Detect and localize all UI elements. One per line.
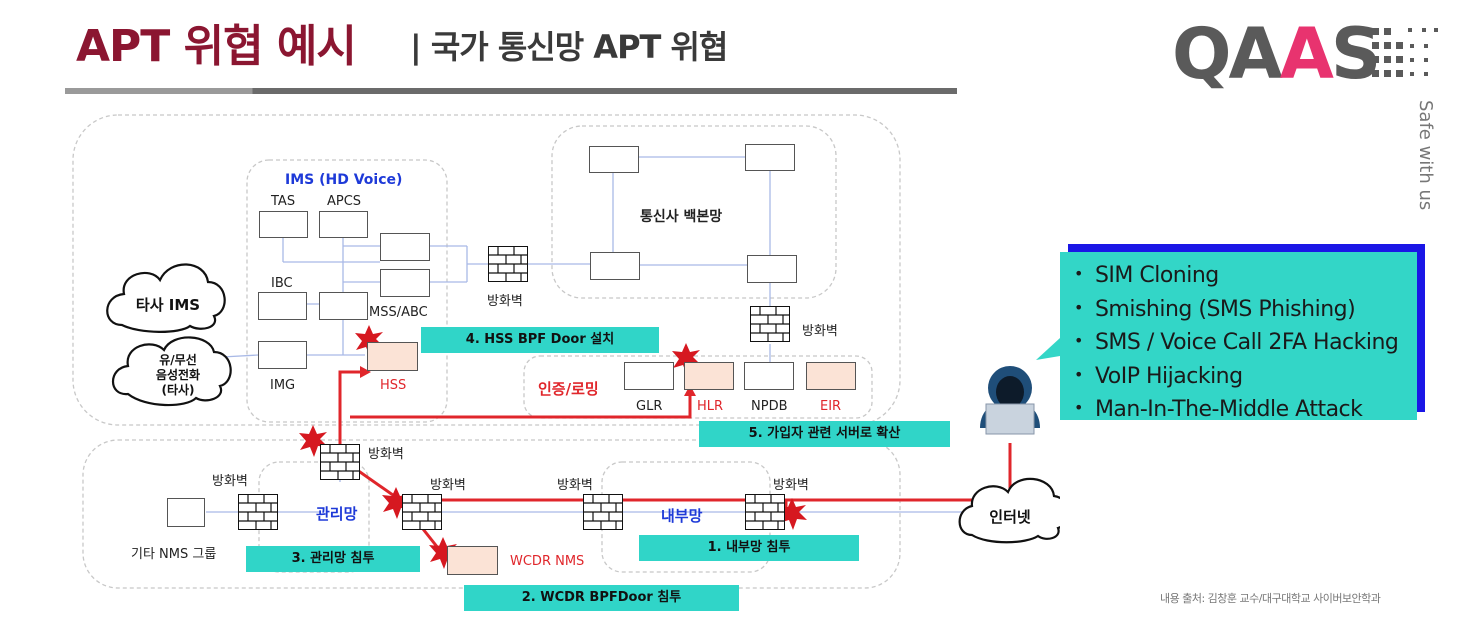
threat-item: SMS / Voice Call 2FA Hacking (1074, 327, 1417, 361)
firewall-icon (750, 306, 790, 342)
logo-tagline: Safe with us (1415, 100, 1436, 211)
mss-abc-label: MSS/ABC (369, 305, 428, 320)
other-nms-node (167, 498, 205, 527)
speech-bubble-tail (1036, 338, 1060, 360)
ims-title: IMS (HD Voice) (285, 172, 403, 188)
internet-cloud (958, 477, 1060, 544)
step-3-callout: 3. 관리망 침투 (246, 546, 420, 572)
tas-label: TAS (271, 194, 296, 209)
threat-list-box: SIM Cloning Smishing (SMS Phishing) SMS … (1060, 252, 1417, 422)
wcdr-nms-label: WCDR NMS (510, 554, 585, 569)
firewall-icon (402, 494, 442, 530)
ims-server-node (380, 233, 430, 261)
firewall-icon (488, 246, 528, 282)
mgmt-net-label: 관리망 (316, 505, 358, 523)
voice-cloud (112, 336, 232, 407)
breach-burst-hlr (672, 343, 701, 375)
tas-node (259, 211, 308, 238)
threat-item: VoIP Hijacking (1074, 361, 1417, 395)
other-ims-label: 타사 IMS (135, 296, 201, 314)
glr-node (624, 362, 674, 390)
network-diagram (72, 114, 1060, 589)
logo-text-2: S (1330, 13, 1381, 95)
auth-roaming-title: 인증/로밍 (538, 380, 599, 398)
firewall-label: 방화벽 (430, 478, 466, 493)
title-divider (65, 88, 957, 94)
threat-item: Man-In-The-Middle Attack (1074, 394, 1417, 428)
backbone-node (747, 255, 797, 283)
firewall-icon (320, 444, 360, 480)
core-network-zone (72, 114, 901, 426)
firewall-label: 방화벽 (802, 324, 838, 339)
firewall-label: 방화벽 (487, 294, 523, 309)
threat-item: Smishing (SMS Phishing) (1074, 294, 1417, 328)
eir-label: EIR (820, 399, 842, 414)
threat-item: SIM Cloning (1074, 260, 1417, 294)
breach-burst-internal (778, 498, 807, 530)
backbone-node (590, 252, 640, 280)
step-5-callout: 5. 가입자 관련 서버로 확산 (699, 421, 950, 447)
hlr-node (684, 362, 734, 390)
other-nms-label: 기타 NMS 그룹 (131, 547, 217, 562)
backbone-node (745, 144, 795, 171)
other-ims-cloud (106, 263, 226, 333)
ims-zone (246, 159, 448, 423)
apcs-label: APCS (327, 194, 362, 209)
voice-cloud-label: 유/무선 음성전화 (타사) (155, 353, 201, 397)
qaas-logo: QAAS (1172, 13, 1381, 95)
hlr-label: HLR (697, 399, 724, 414)
source-credit: 내용 출처: 김창훈 교수/대구대학교 사이버보안학과 (1160, 592, 1381, 605)
backbone-zone (551, 125, 837, 299)
step-1-callout: 1. 내부망 침투 (639, 535, 859, 561)
logo-text-accent: A (1279, 13, 1334, 95)
breach-burst-wcdr-nms (429, 537, 458, 569)
breach-burst-wcdr (382, 487, 411, 519)
npdb-label: NPDB (751, 399, 788, 414)
threat-list: SIM Cloning Smishing (SMS Phishing) SMS … (1060, 252, 1417, 428)
ibc-label: IBC (271, 276, 293, 291)
firewall-label: 방화벽 (773, 478, 809, 493)
apcs-node (319, 211, 368, 238)
step-2-callout: 2. WCDR BPFDoor 침투 (464, 585, 739, 611)
logo-text-1: QA (1172, 13, 1283, 95)
breach-burst-hss (355, 325, 384, 357)
firewall-icon (583, 494, 623, 530)
auth-roaming-zone (523, 355, 873, 419)
hss-label: HSS (380, 378, 407, 393)
glr-label: GLR (636, 399, 663, 414)
eir-node (806, 362, 856, 390)
npdb-node (744, 362, 794, 390)
internal-zone (601, 461, 771, 573)
page-title: APT 위협 예시 (76, 21, 357, 72)
firewall-label: 방화벽 (368, 447, 404, 462)
step-4-callout: 4. HSS BPF Door 설치 (421, 327, 659, 353)
img-node (258, 341, 307, 369)
img-label: IMG (270, 378, 296, 393)
firewall-icon (238, 494, 278, 530)
firewall-label: 방화벽 (212, 474, 248, 489)
wcdr-nms-node (447, 546, 498, 575)
ibc-node (258, 292, 307, 320)
internal-net-label: 내부망 (661, 507, 703, 525)
hacker-icon (980, 366, 1040, 435)
firewall-label: 방화벽 (557, 478, 593, 493)
ops-network-zone (82, 439, 901, 589)
logo-dot-grid-icon (1372, 28, 1438, 77)
page-subtitle: | 국가 통신망 APT 위협 (410, 28, 728, 66)
ims-server-node (380, 269, 430, 297)
backbone-node (589, 146, 639, 173)
hss-node (367, 342, 418, 371)
mss-abc-node (319, 292, 368, 320)
breach-burst-mgmt (299, 425, 328, 457)
backbone-label: 통신사 백본망 (640, 209, 723, 225)
internet-label: 인터넷 (989, 508, 1031, 526)
firewall-icon (745, 494, 785, 530)
